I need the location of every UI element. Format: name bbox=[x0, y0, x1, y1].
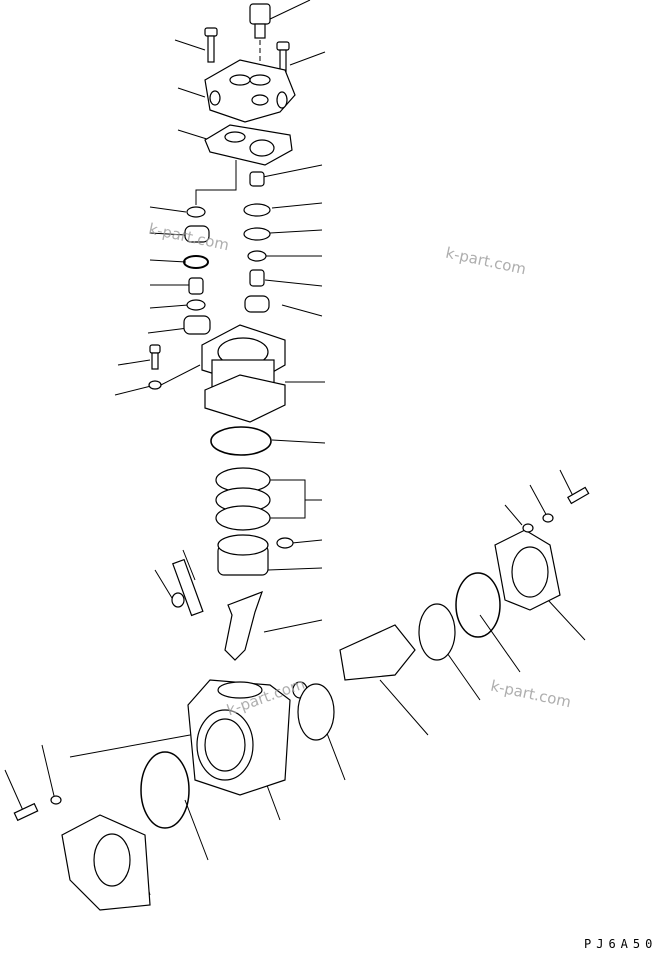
connecting-rod bbox=[224, 590, 263, 661]
cylinder-block bbox=[171, 324, 294, 661]
gasket bbox=[204, 124, 293, 166]
plug bbox=[249, 3, 271, 25]
cylinder-head bbox=[204, 59, 296, 123]
leader-lines bbox=[4, 0, 586, 896]
bolt-shank bbox=[207, 35, 215, 63]
drawing-code: PJ6A501 bbox=[584, 937, 654, 951]
cylinder-head-group bbox=[204, 3, 296, 166]
valve-parts bbox=[148, 171, 271, 390]
crankcase bbox=[13, 486, 590, 911]
bolt-head bbox=[204, 27, 218, 37]
piston-pin bbox=[172, 558, 204, 617]
bolt-head bbox=[276, 41, 290, 51]
plug-thread bbox=[254, 23, 266, 39]
crankshaft bbox=[339, 624, 416, 681]
